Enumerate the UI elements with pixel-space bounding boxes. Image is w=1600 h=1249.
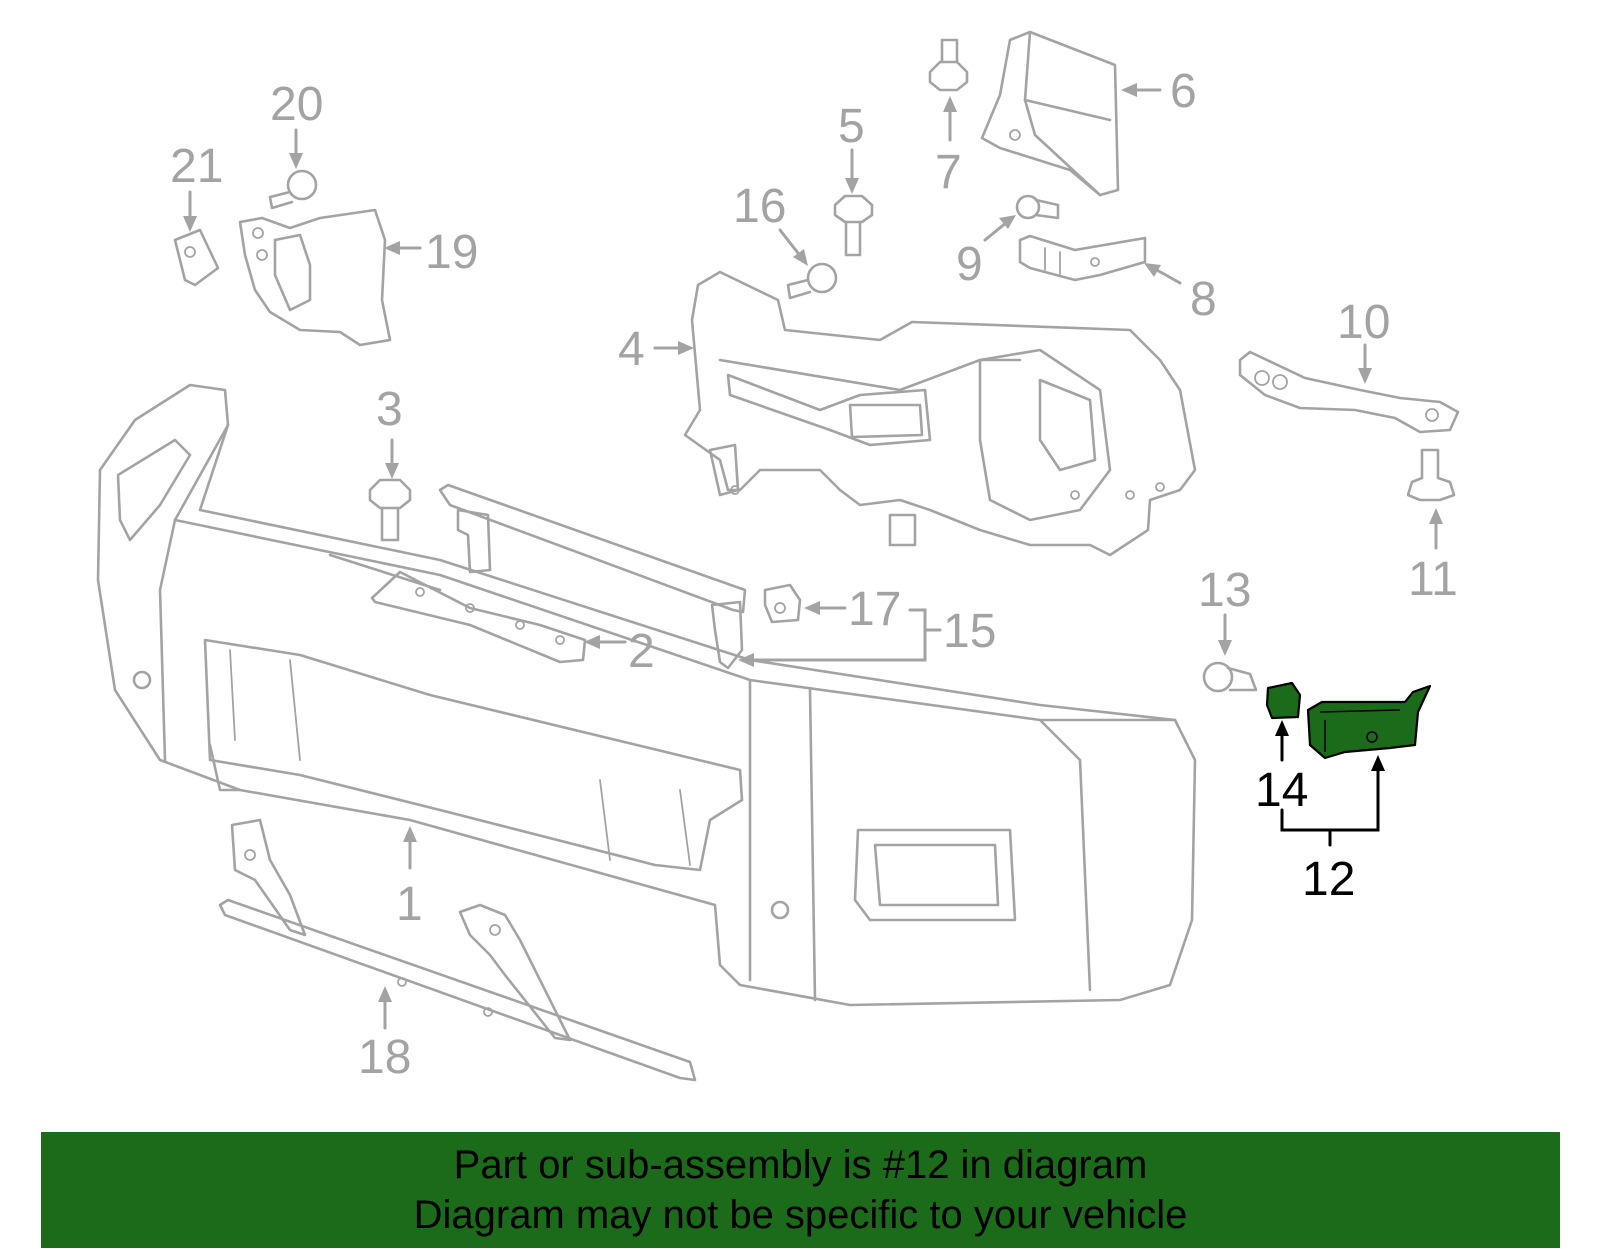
- banner-line-disclaimer: Diagram may not be specific to your vehi…: [413, 1193, 1188, 1237]
- part-3-bolt[interactable]: [368, 478, 412, 542]
- parts-diagram: 1 2 3 4 5 6 7 8 9 10 11 12 13 14 15 16 1…: [96, 30, 1460, 1084]
- leader-lines: [183, 83, 1443, 1030]
- callout-19: 19: [425, 226, 478, 279]
- part-12-bracket-assembly[interactable]: [1306, 684, 1432, 760]
- callout-labels: 1 2 3 4 5 6 7 8 9 10 11 12 13 14 15 16 1…: [170, 65, 1458, 1084]
- callout-13: 13: [1198, 564, 1251, 617]
- callout-3: 3: [376, 383, 403, 436]
- part-7-bolt[interactable]: [928, 38, 969, 92]
- callout-1: 1: [396, 878, 423, 931]
- callout-17: 17: [848, 583, 901, 636]
- part-10-brace[interactable]: [1238, 350, 1460, 434]
- banner-line-part-number: Part or sub-assembly is #12 in diagram: [453, 1143, 1148, 1187]
- part-21-clip[interactable]: [173, 228, 220, 287]
- callout-7: 7: [935, 146, 962, 199]
- part-17-clip[interactable]: [763, 583, 802, 624]
- part-13-bolt[interactable]: [1202, 661, 1258, 693]
- callout-4: 4: [618, 323, 645, 376]
- callout-2: 2: [628, 625, 655, 678]
- part-15-bracket-assembly[interactable]: [438, 483, 747, 670]
- part-20-bolt[interactable]: [268, 169, 318, 210]
- callout-5: 5: [838, 100, 865, 153]
- callout-9: 9: [956, 238, 983, 291]
- callout-21: 21: [170, 140, 223, 193]
- part-4-impact-bar[interactable]: [683, 270, 1197, 557]
- highlight-leader-lines: [1275, 720, 1385, 847]
- info-banner: Part or sub-assembly is #12 in diagram D…: [41, 1132, 1560, 1248]
- callout-12: 12: [1302, 853, 1355, 906]
- callout-16: 16: [733, 180, 786, 233]
- callout-10: 10: [1337, 296, 1390, 349]
- callout-8: 8: [1190, 273, 1217, 326]
- part-1-bumper-face-bar[interactable]: [96, 383, 1197, 1007]
- callout-11: 11: [1408, 553, 1458, 606]
- part-14-clip[interactable]: [1265, 681, 1302, 720]
- callout-20: 20: [270, 78, 323, 131]
- part-18-skid-bracket[interactable]: [218, 818, 697, 1082]
- part-2-bracket[interactable]: [370, 570, 587, 664]
- part-9-bolt[interactable]: [1015, 194, 1060, 220]
- part-19-side-bracket[interactable]: [238, 208, 392, 347]
- callout-15: 15: [943, 605, 996, 658]
- part-8-bracket[interactable]: [1018, 234, 1147, 282]
- part-5-bolt[interactable]: [833, 194, 874, 257]
- part-11-bolt[interactable]: [1406, 448, 1456, 502]
- callout-18: 18: [358, 1031, 411, 1084]
- part-6-bracket[interactable]: [980, 30, 1120, 197]
- callout-14: 14: [1255, 764, 1308, 817]
- part-16-bolt[interactable]: [786, 262, 838, 300]
- callout-6: 6: [1170, 65, 1197, 118]
